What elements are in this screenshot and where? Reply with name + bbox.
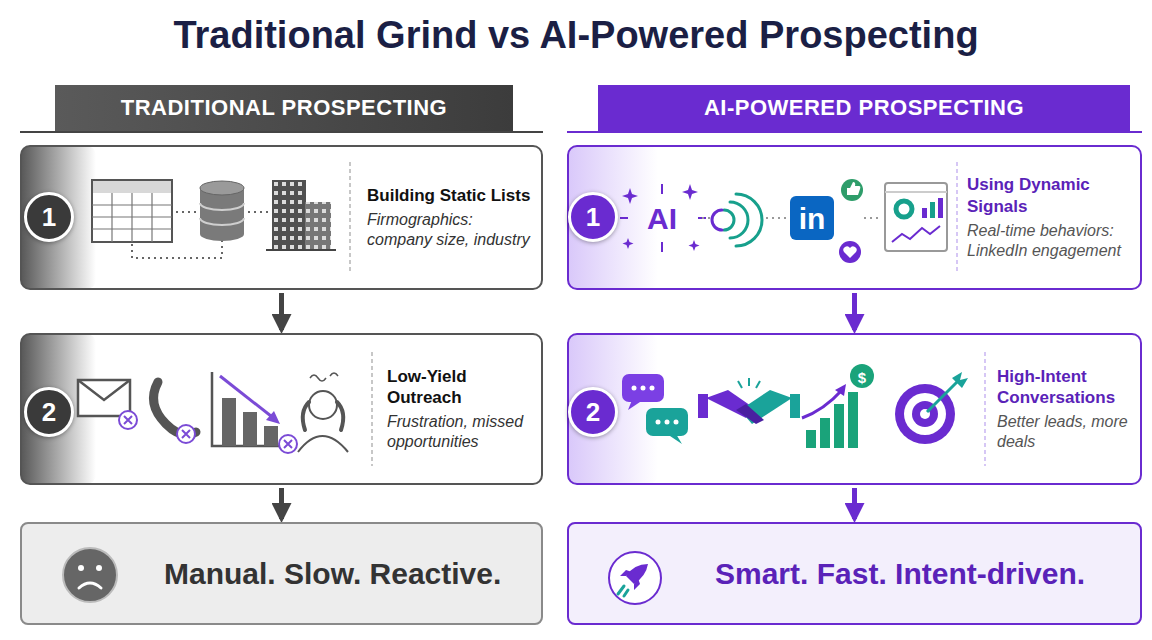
step-card: Low-Yield OutreachFrustration, missed op… [20, 333, 543, 485]
card-fill [20, 522, 543, 625]
stressed-person [298, 373, 348, 452]
text-area: High-Intent ConversationsBetter leads, m… [997, 341, 1132, 477]
step-number-text: 1 [586, 201, 600, 234]
summary-text: Manual. Slow. Reactive. [164, 555, 533, 593]
card-shade [21, 146, 96, 289]
summary-text: Smart. Fast. Intent-driven. [715, 555, 1132, 593]
separator [350, 162, 372, 466]
card-body: Firmographics: company size, industry [367, 210, 533, 250]
rocket-icon [609, 552, 661, 604]
header-band [55, 85, 513, 131]
x-mark [119, 411, 297, 453]
card-body: Real-time behaviors: LinkedIn engagement [967, 221, 1132, 261]
logo-text: in [799, 204, 826, 234]
text-area: Using Dynamic SignalsReal-time behaviors… [967, 153, 1132, 282]
text-area: Building Static ListsFirmographics: comp… [367, 153, 533, 282]
step-card: Building Static ListsFirmographics: comp… [20, 145, 543, 290]
text-area: Smart. Fast. Intent-driven. [715, 530, 1132, 617]
flow-arrow [279, 293, 284, 330]
header-band [598, 85, 1130, 131]
card-heading: Low-Yield Outreach [387, 366, 533, 409]
handshake-icon [698, 378, 800, 424]
building-icon [266, 180, 336, 250]
database-icon [200, 181, 244, 241]
step-number: 1 [24, 192, 74, 242]
summary-box: Smart. Fast. Intent-driven. [567, 522, 1142, 625]
envelope-icon [78, 380, 130, 416]
step-card: High-Intent ConversationsBetter leads, m… [567, 333, 1142, 485]
card-heading: Building Static Lists [367, 185, 533, 206]
target-icon [895, 372, 968, 444]
header-band: TRADITIONAL PROSPECTING [55, 85, 513, 131]
card-body: Better leads, more deals [997, 412, 1132, 452]
signal-waves [712, 194, 762, 246]
chat-bubbles [622, 374, 688, 444]
declining-chart [212, 372, 292, 446]
summary-box: Manual. Slow. Reactive. [20, 522, 543, 625]
step-number: 1 [568, 192, 618, 242]
card-heading: High-Intent Conversations [997, 366, 1132, 409]
growth-chart [802, 364, 874, 448]
step-number: 2 [568, 387, 618, 437]
flow-arrow [852, 293, 857, 330]
card-shade [568, 146, 658, 289]
sad-face-icon [63, 548, 117, 602]
flow-arrow [852, 488, 857, 519]
flow-arrow [279, 488, 284, 519]
header-rule [20, 131, 543, 133]
card-body: Frustration, missed opportunities [387, 412, 533, 452]
card-heading: Using Dynamic Signals [967, 174, 1132, 217]
dashboard-icon [885, 183, 947, 251]
coin-symbol: $ [858, 370, 866, 385]
ai-icon-text: AI [647, 204, 677, 234]
card-shade [568, 334, 658, 484]
text-area: Low-Yield OutreachFrustration, missed op… [387, 341, 533, 477]
ai-sparkles [620, 184, 706, 252]
step-number: 2 [24, 387, 74, 437]
column-heading: TRADITIONAL PROSPECTING [121, 94, 447, 122]
step-number-text: 2 [586, 396, 600, 429]
step-number-text: 2 [42, 396, 56, 429]
title: Traditional Grind vs AI-Powered Prospect… [0, 14, 1152, 57]
step-number-text: 1 [42, 201, 56, 234]
header-rule [567, 131, 1142, 133]
linkedin-logo [790, 196, 834, 240]
column-heading: AI-POWERED PROSPECTING [704, 94, 1024, 122]
text-area: Manual. Slow. Reactive. [164, 530, 533, 617]
spreadsheet-icon [92, 180, 172, 242]
card-fill [567, 522, 1142, 625]
reaction-icons [839, 179, 863, 263]
header-band: AI-POWERED PROSPECTING [598, 85, 1130, 131]
